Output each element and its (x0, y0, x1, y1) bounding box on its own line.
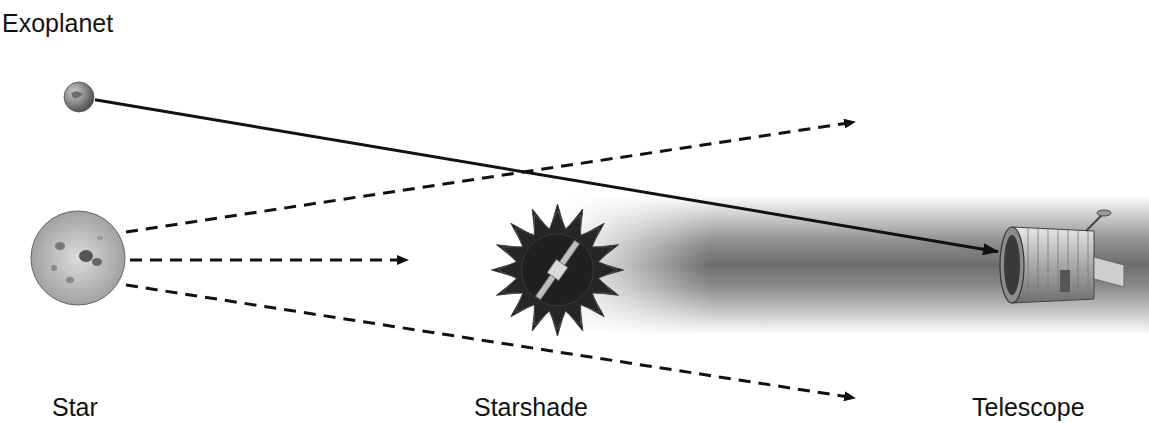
star-figure: Star (30, 210, 126, 306)
exoplanet-drawing (63, 81, 95, 113)
shadow-band (560, 195, 1149, 335)
starlight-ray (126, 122, 855, 232)
telescope-figure: Telescope (998, 215, 1126, 310)
exoplanet-figure: Exoplanet (63, 81, 95, 113)
starlight-ray (130, 259, 408, 262)
object-label: Star (52, 392, 98, 422)
star-drawing (30, 210, 126, 306)
starlight-ray (126, 285, 855, 398)
starshade-figure: Starshade (495, 200, 620, 340)
object-label: Telescope (972, 392, 1085, 422)
object-label: Exoplanet (2, 8, 113, 38)
object-label: Starshade (474, 392, 588, 422)
telescope-drawing (998, 215, 1126, 310)
starshade-drawing (495, 200, 620, 340)
